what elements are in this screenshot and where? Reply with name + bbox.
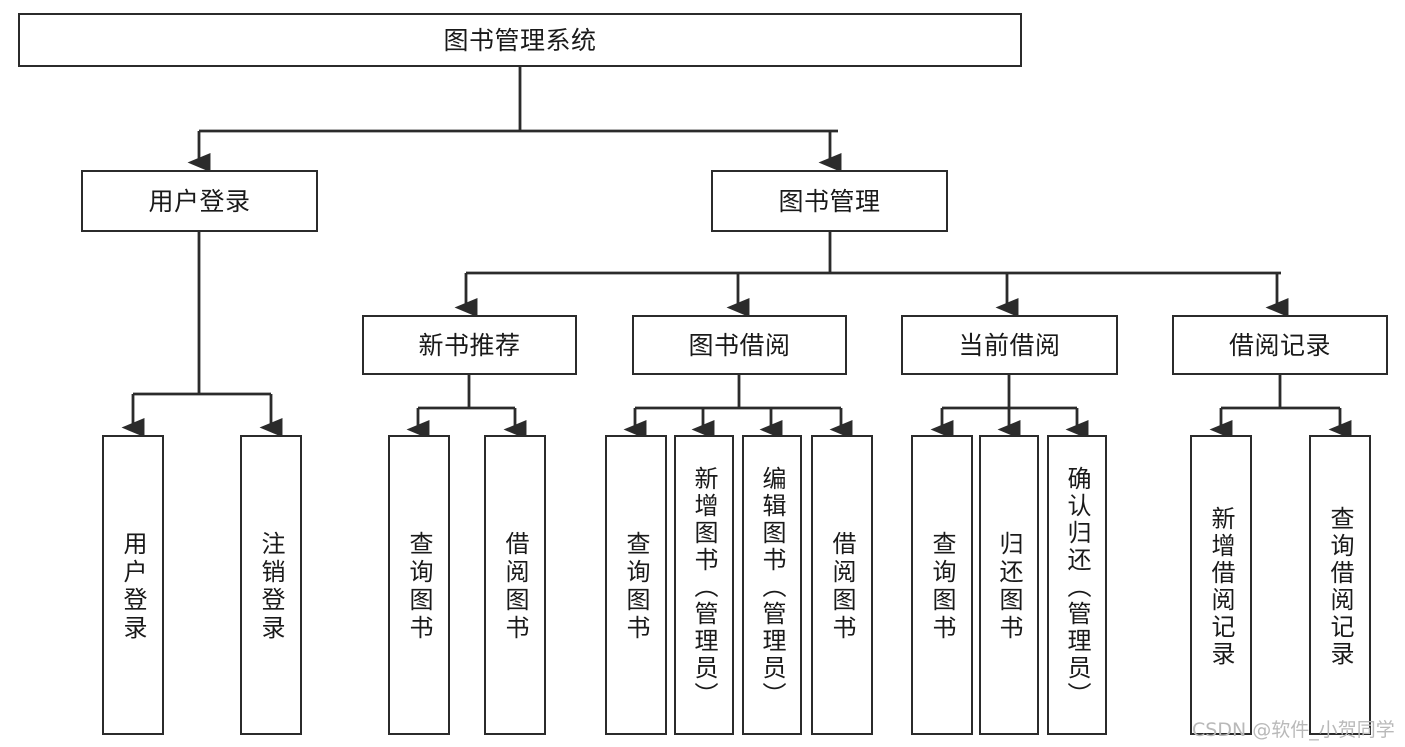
leaf-user-login-label: 用户登录 [119,531,147,643]
node-book-borrow-label: 图书借阅 [688,330,791,360]
node-current-borrow-label: 当前借阅 [958,330,1061,360]
leaf-add-borrow-record[interactable]: 新增借阅记录 [1190,435,1252,735]
leaf-return-book-label: 归还图书 [995,531,1023,643]
leaf-query-book-2[interactable]: 查询图书 [605,435,667,735]
node-root-system[interactable]: 图书管理系统 [18,13,1022,67]
leaf-return-book[interactable]: 归还图书 [979,435,1039,735]
node-new-book-recommend[interactable]: 新书推荐 [362,315,577,375]
leaf-query-book-3-label: 查询图书 [928,531,956,643]
node-borrow-record[interactable]: 借阅记录 [1172,315,1388,375]
leaf-logout-login-label: 注销登录 [257,531,285,643]
node-current-borrow[interactable]: 当前借阅 [901,315,1118,375]
node-root-system-label: 图书管理系统 [443,25,597,55]
leaf-query-book-3[interactable]: 查询图书 [911,435,973,735]
leaf-confirm-return-admin[interactable]: 确认归还（管理员） [1047,435,1107,735]
node-user-login-label: 用户登录 [148,186,251,216]
node-borrow-record-label: 借阅记录 [1228,330,1331,360]
leaf-edit-book-admin-label: 编辑图书（管理员） [758,465,786,709]
leaf-edit-book-admin[interactable]: 编辑图书（管理员） [742,435,802,735]
leaf-query-borrow-record-label: 查询借阅记录 [1326,506,1354,668]
node-book-borrow[interactable]: 图书借阅 [632,315,847,375]
leaf-logout-login[interactable]: 注销登录 [240,435,302,735]
leaf-query-borrow-record[interactable]: 查询借阅记录 [1309,435,1371,735]
leaf-query-book-2-label: 查询图书 [622,531,650,643]
leaf-borrow-book-1-label: 借阅图书 [501,531,529,643]
node-new-book-recommend-label: 新书推荐 [418,330,521,360]
leaf-user-login[interactable]: 用户登录 [102,435,164,735]
node-user-login[interactable]: 用户登录 [81,170,318,232]
leaf-add-book-admin-label: 新增图书（管理员） [690,465,718,709]
leaf-borrow-book-1[interactable]: 借阅图书 [484,435,546,735]
leaf-add-borrow-record-label: 新增借阅记录 [1207,506,1235,668]
leaf-borrow-book-2[interactable]: 借阅图书 [811,435,873,735]
csdn-watermark: CSDN @软件_小贺同学 [1192,719,1395,741]
node-book-management-label: 图书管理 [778,186,881,216]
leaf-add-book-admin[interactable]: 新增图书（管理员） [674,435,734,735]
leaf-query-book-1[interactable]: 查询图书 [388,435,450,735]
leaf-confirm-return-admin-label: 确认归还（管理员） [1063,465,1091,709]
leaf-borrow-book-2-label: 借阅图书 [828,531,856,643]
node-book-management[interactable]: 图书管理 [711,170,948,232]
leaf-query-book-1-label: 查询图书 [405,531,433,643]
